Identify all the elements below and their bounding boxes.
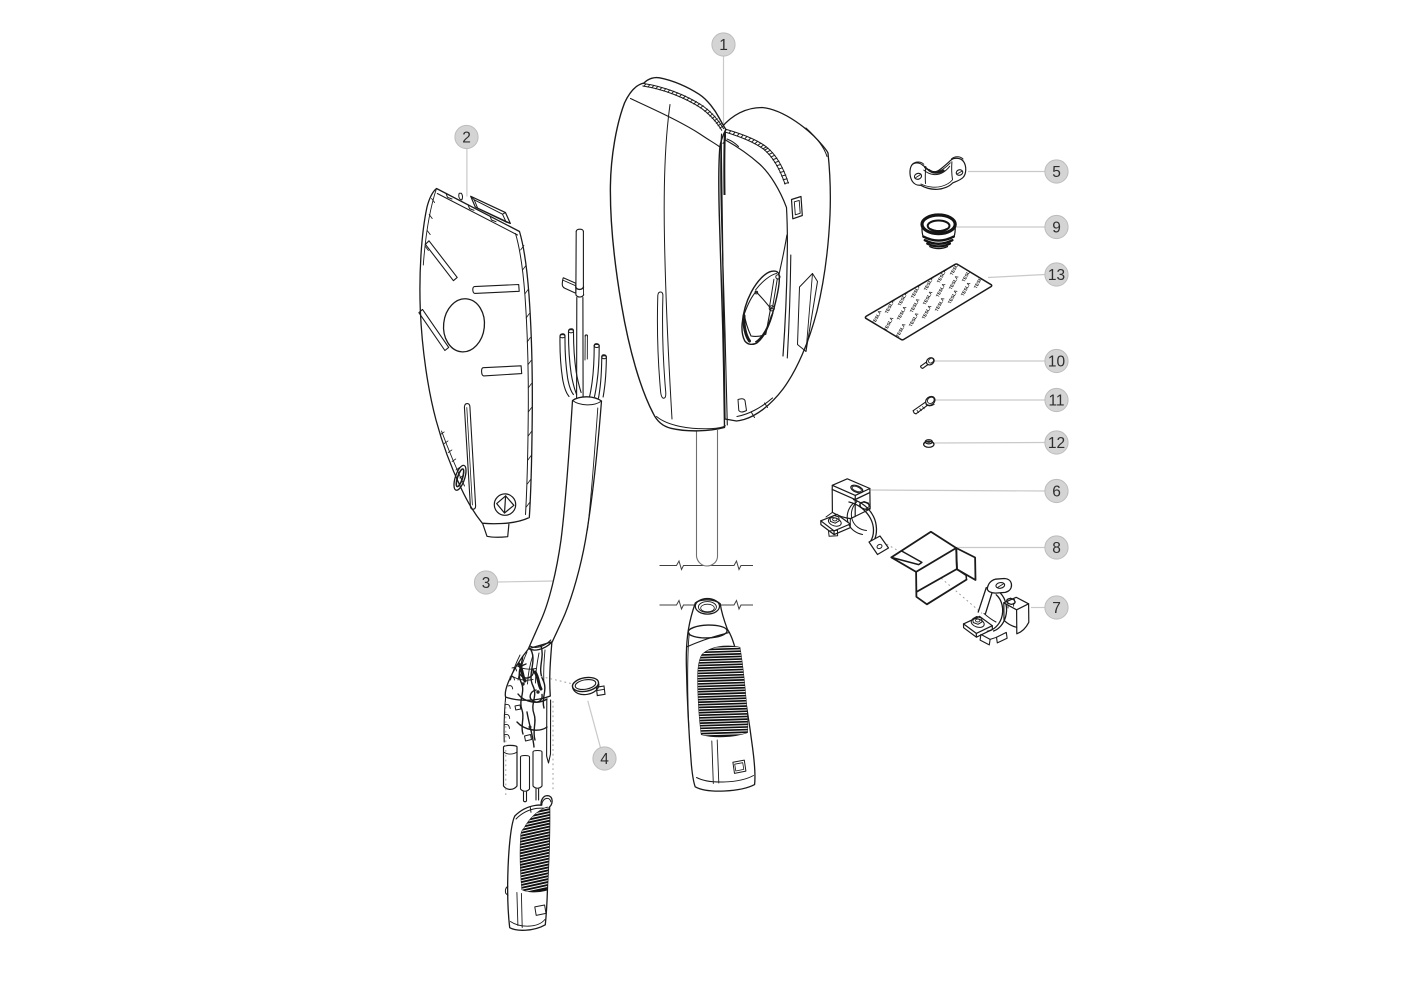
svg-text:TESLA: TESLA [909,297,921,313]
svg-text:TESLA: TESLA [960,281,972,297]
svg-text:TESLA: TESLA [895,322,907,338]
svg-text:1: 1 [719,37,728,54]
svg-text:4: 4 [600,751,609,768]
svg-text:TESLA: TESLA [948,274,960,290]
svg-text:TESLA: TESLA [910,283,922,299]
svg-text:8: 8 [1052,540,1061,557]
svg-text:11: 11 [1048,393,1064,410]
svg-text:TESLA: TESLA [936,268,948,284]
svg-text:3: 3 [482,575,491,592]
svg-text:9: 9 [1052,220,1061,237]
svg-text:5: 5 [1052,164,1061,181]
svg-text:TESLA: TESLA [908,311,920,327]
svg-text:TESLA: TESLA [883,316,895,332]
svg-text:TESLA: TESLA [896,305,908,321]
svg-text:12: 12 [1048,435,1065,452]
svg-text:TESLA: TESLA [921,304,933,320]
svg-text:7: 7 [1052,600,1061,617]
svg-text:TESLA: TESLA [922,290,934,306]
svg-text:TESLA: TESLA [947,288,959,304]
svg-text:TESLA: TESLA [934,296,946,312]
svg-text:TESLA: TESLA [973,273,985,289]
svg-text:TESLA: TESLA [884,298,896,314]
svg-text:TESLA: TESLA [935,282,947,298]
svg-text:TESLA: TESLA [949,260,961,276]
svg-text:TESLA: TESLA [961,267,973,283]
svg-text:2: 2 [462,130,471,147]
svg-text:10: 10 [1048,354,1066,371]
svg-text:6: 6 [1052,484,1061,501]
svg-text:TESLA: TESLA [897,291,909,307]
svg-text:TESLA: TESLA [923,275,935,291]
svg-text:TESLA: TESLA [871,309,883,325]
svg-text:13: 13 [1048,267,1065,284]
